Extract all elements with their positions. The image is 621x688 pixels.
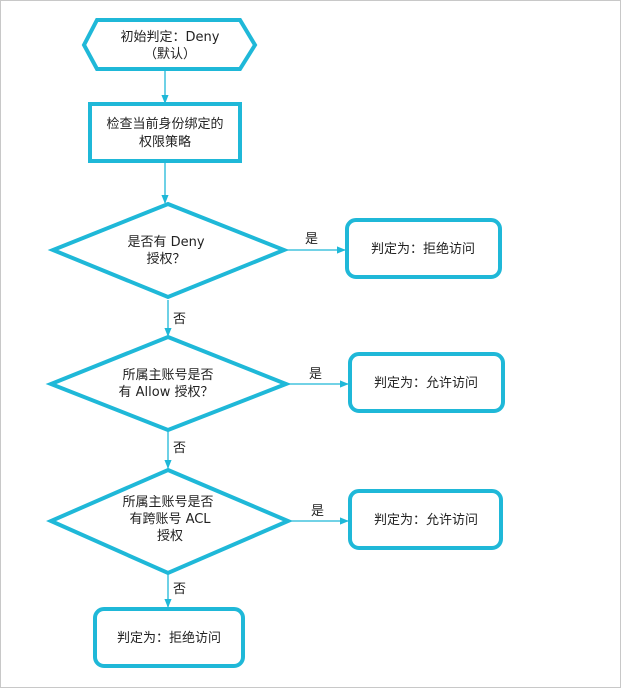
start-hexagon bbox=[81, 18, 258, 71]
label-deny-no: 否 bbox=[173, 312, 186, 327]
decision-acl-node: 所属主账号是否 有跨账号 ACL 授权 bbox=[46, 467, 294, 576]
label-deny-yes: 是 bbox=[305, 232, 318, 247]
result-deny-2-box bbox=[93, 607, 245, 668]
decision-acl-line1: 所属主账号是否 bbox=[122, 495, 213, 510]
check-policy-line1: 检查当前身份绑定的 bbox=[106, 116, 223, 132]
decision-deny-node: 是否有 Deny 授权？ bbox=[47, 201, 290, 300]
result-allow-2-text: 判定为：允许访问 bbox=[374, 512, 478, 528]
decision-allow-line1: 所属主账号是否 bbox=[122, 368, 213, 383]
decision-deny-line1: 是否有 Deny bbox=[127, 235, 204, 250]
result-deny-2-node: 判定为：拒绝访问 bbox=[93, 607, 245, 668]
connectors bbox=[161, 70, 349, 608]
label-allow-yes: 是 bbox=[309, 367, 322, 382]
decision-acl-diamond bbox=[46, 467, 294, 576]
label-allow-no: 否 bbox=[173, 441, 186, 456]
check-policy-line2: 权限策略 bbox=[139, 134, 191, 150]
result-allow-1-text: 判定为：允许访问 bbox=[374, 375, 478, 391]
decision-deny-diamond bbox=[47, 201, 290, 300]
decision-allow-diamond bbox=[45, 334, 292, 433]
result-allow-2-box bbox=[348, 489, 503, 550]
result-allow-2-node: 判定为：允许访问 bbox=[348, 489, 503, 550]
result-deny-1-text: 判定为：拒绝访问 bbox=[371, 241, 475, 257]
decision-acl-line3: 授权 bbox=[157, 528, 183, 544]
result-deny-1-node: 判定为：拒绝访问 bbox=[345, 218, 502, 279]
start-line2: （默认） bbox=[144, 46, 196, 62]
label-acl-no: 否 bbox=[173, 582, 186, 597]
check-policy-box bbox=[88, 102, 242, 163]
result-allow-1-box bbox=[348, 352, 505, 413]
result-deny-2-text: 判定为：拒绝访问 bbox=[117, 630, 221, 646]
decision-allow-line2: 有 Allow 授权？ bbox=[119, 384, 214, 400]
decision-allow-node: 所属主账号是否 有 Allow 授权？ bbox=[45, 334, 292, 433]
start-line1: 初始判定：Deny bbox=[121, 30, 220, 45]
label-acl-yes: 是 bbox=[311, 504, 324, 519]
decision-deny-line2: 授权？ bbox=[146, 251, 185, 267]
result-deny-1-box bbox=[345, 218, 502, 279]
decision-acl-line2: 有跨账号 ACL bbox=[129, 512, 211, 527]
check-policy-node: 检查当前身份绑定的 权限策略 bbox=[88, 102, 242, 163]
result-allow-1-node: 判定为：允许访问 bbox=[348, 352, 505, 413]
edge-labels: 是 否 是 否 是 否 bbox=[173, 232, 324, 597]
start-node: 初始判定：Deny （默认） bbox=[81, 18, 258, 71]
